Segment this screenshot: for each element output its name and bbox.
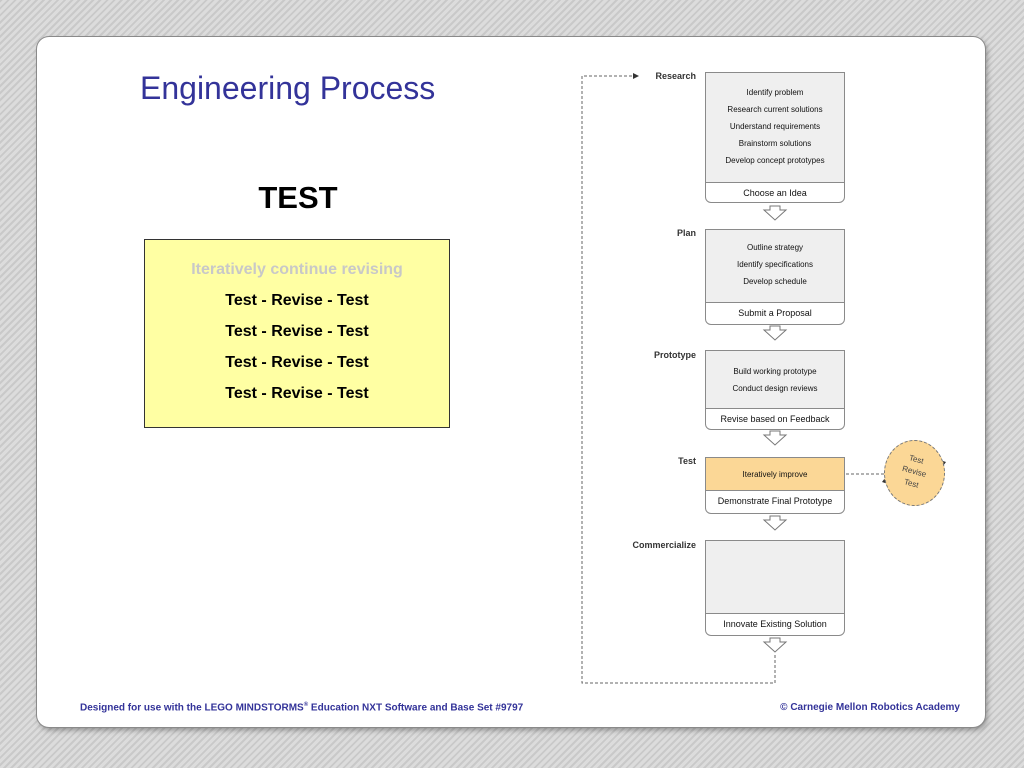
cycle-word: Test — [903, 477, 920, 490]
footer-credit: Designed for use with the LEGO MINDSTORM… — [80, 702, 523, 713]
test-revise-cycle: Test Revise Test — [884, 440, 945, 506]
slide-title: Engineering Process — [140, 70, 436, 106]
step-item: Build working prototype — [733, 367, 817, 376]
stage-label-prototype: Prototype — [653, 350, 696, 360]
stage-outcome: Innovate Existing Solution — [723, 619, 827, 629]
step-item: Iteratively improve — [742, 470, 808, 479]
step-item: Identify specifications — [736, 260, 814, 269]
stage-box-prototype: Build working prototype Conduct design r… — [705, 350, 845, 430]
stage-steps — [706, 541, 844, 614]
stage-outcome: Demonstrate Final Prototype — [717, 496, 833, 506]
stage-box-research: Identify problem Research current soluti… — [705, 72, 845, 203]
note-lead: Iteratively continue revising — [191, 261, 403, 278]
stage-box-plan: Outline strategy Identify specifications… — [705, 229, 845, 325]
footer-copyright: © Carnegie Mellon Robotics Academy — [780, 702, 960, 713]
note-line: Test - Revise - Test — [225, 354, 369, 371]
stage-label-test: Test — [678, 456, 696, 466]
stage-outcome: Choose an Idea — [743, 188, 807, 198]
step-item: Develop schedule — [743, 277, 807, 286]
section-heading: TEST — [258, 180, 338, 215]
step-item: Brainstorm solutions — [738, 139, 812, 148]
stage-outcome: Submit a Proposal — [738, 308, 812, 318]
note-line: Test - Revise - Test — [225, 385, 369, 402]
step-item: Conduct design reviews — [732, 384, 818, 393]
step-item: Outline strategy — [746, 243, 804, 252]
stage-steps: Iteratively improve — [706, 458, 844, 491]
cycle-word: Test — [908, 453, 925, 466]
step-item: Develop concept prototypes — [725, 156, 825, 165]
stage-box-test: Iteratively improve Demonstrate Final Pr… — [705, 457, 845, 514]
stage-label-commercialize: Commercialize — [632, 540, 696, 550]
note-line: Test - Revise - Test — [225, 292, 369, 309]
registered-mark: ® — [303, 702, 309, 708]
note-line: Test - Revise - Test — [225, 323, 369, 340]
step-item: Identify problem — [746, 88, 804, 97]
stage-label-plan: Plan — [676, 228, 696, 238]
stage-label-research: Research — [655, 71, 696, 81]
step-item: Understand requirements — [729, 122, 821, 131]
note-box: Iteratively continue revising Test - Rev… — [144, 239, 450, 428]
stage-steps: Outline strategy Identify specifications… — [706, 230, 844, 303]
stage-box-commercialize: Innovate Existing Solution — [705, 540, 845, 636]
stage-outcome: Revise based on Feedback — [720, 414, 830, 424]
footer-credit-prefix: Designed for use with the LEGO MINDSTORM… — [80, 702, 304, 714]
step-item: Research current solutions — [727, 105, 823, 114]
footer-credit-suffix: Education NXT Software and Base Set #979… — [308, 702, 524, 714]
stage-steps: Identify problem Research current soluti… — [706, 73, 844, 183]
stage-steps: Build working prototype Conduct design r… — [706, 351, 844, 409]
